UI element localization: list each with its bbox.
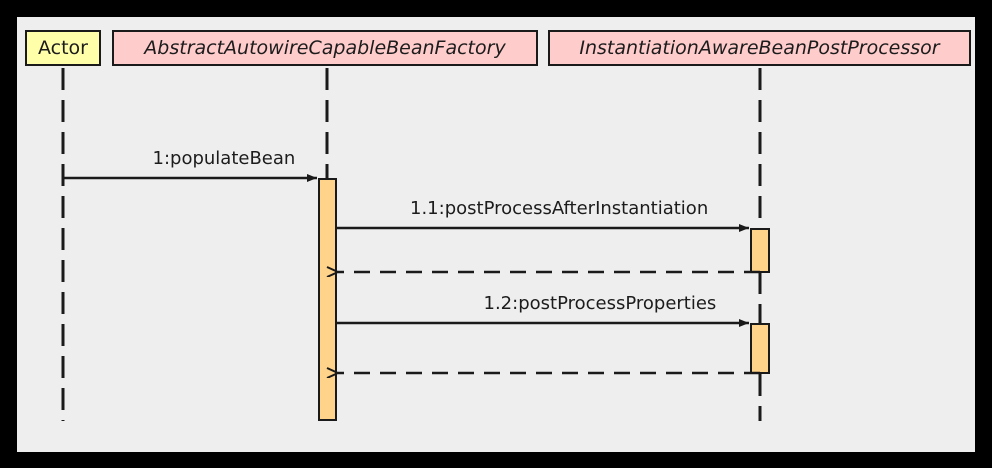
lifelines-layer [61,68,762,421]
message-arrows-layer [63,174,760,452]
message-label-m1: 1:populateBean [152,148,296,169]
participant-actor[interactable]: Actor [25,30,101,66]
message-label-m1-1: 1.1:postProcessAfterInstantiation [410,198,709,219]
diagram-canvas: 1:populateBean 1.1:postProcessAfterInstan… [17,17,975,452]
activation-bar-factory [318,178,337,421]
participant-factory[interactable]: AbstractAutowireCapableBeanFactory [112,30,538,66]
message-label-m1-2: 1.2:postProcessProperties [483,293,717,314]
participant-label: AbstractAutowireCapableBeanFactory [144,37,506,59]
participant-postprocessor[interactable]: InstantiationAwareBeanPostProcessor [548,30,971,66]
participant-label: Actor [38,37,88,59]
participant-label: InstantiationAwareBeanPostProcessor [579,37,940,59]
